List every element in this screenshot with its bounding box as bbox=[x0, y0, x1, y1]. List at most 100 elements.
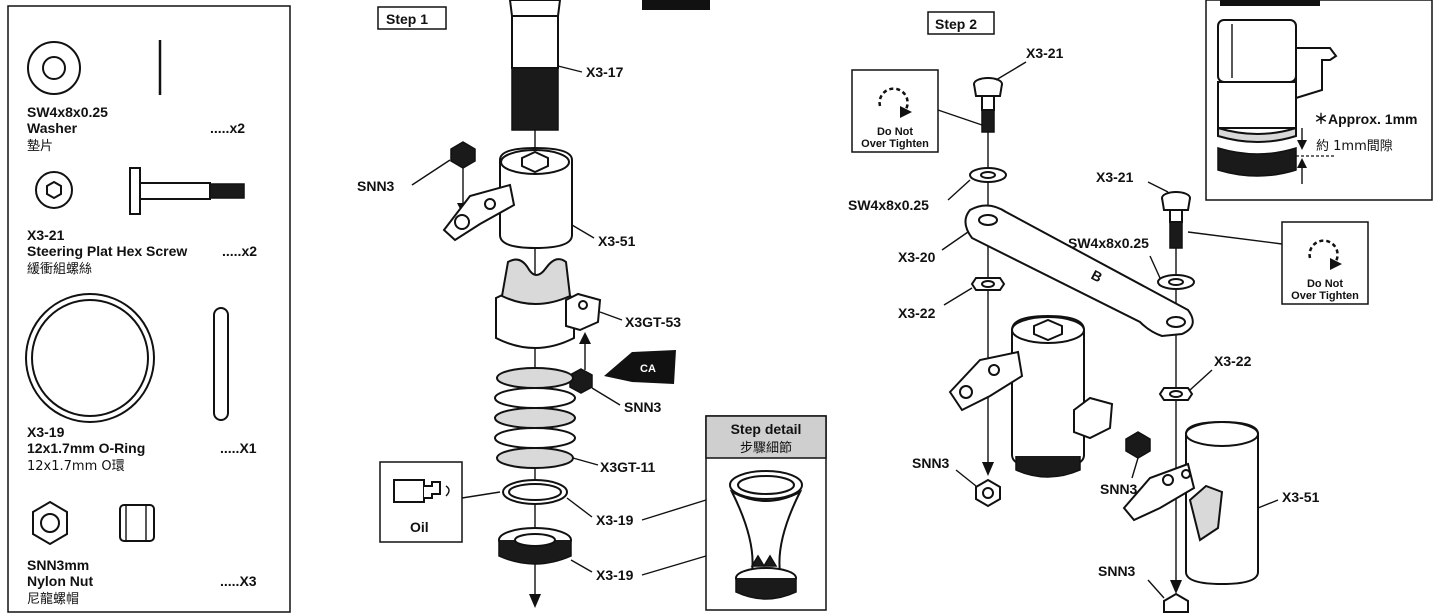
leader-line bbox=[570, 559, 593, 573]
gap-inset: ＊Approx. 1mm 約 1mm間隙 bbox=[1205, 0, 1433, 201]
parts-item-oring: X3-19 12x1.7mm O-Ring .....X1 12x1.7mm O… bbox=[25, 293, 257, 474]
oring-inner-icon bbox=[31, 299, 149, 417]
oring-inner-icon bbox=[508, 483, 562, 501]
leader-line bbox=[1187, 231, 1283, 245]
screw-shank-icon bbox=[139, 182, 211, 200]
inset-tab-icon bbox=[1295, 47, 1338, 100]
step1-title-box bbox=[377, 6, 447, 30]
leader-line bbox=[941, 231, 969, 251]
screw-shank-icon bbox=[981, 95, 995, 111]
oring-side-icon bbox=[213, 307, 229, 421]
rotate-arrow-icon bbox=[900, 106, 912, 118]
parts-item-nut: SNN3mm Nylon Nut .....X3 尼龍螺帽 bbox=[27, 500, 257, 607]
collar-hole-icon bbox=[981, 280, 995, 288]
arrow-up-icon bbox=[579, 332, 591, 344]
rotate-icon bbox=[1308, 239, 1339, 265]
screw-head-side-icon bbox=[973, 83, 1003, 97]
screw-side-head-icon bbox=[129, 167, 141, 215]
arrow-down-icon bbox=[1297, 140, 1307, 150]
plate-body-icon bbox=[964, 204, 1194, 338]
oil-bottle-icon bbox=[393, 479, 425, 503]
nut-icon bbox=[1163, 592, 1189, 613]
label-sw-a: SW4x8x0.25 bbox=[848, 197, 929, 213]
do-not-over-tighten-a: Do Not Over Tighten bbox=[851, 69, 983, 153]
step2-title-box bbox=[927, 11, 995, 35]
leader-line bbox=[591, 387, 621, 406]
step1-title: Step 1 bbox=[386, 11, 428, 27]
screw-name: Steering Plat Hex Screw bbox=[27, 243, 187, 259]
shaft-hex-icon bbox=[508, 0, 562, 17]
oring-qty: .....X1 bbox=[220, 440, 257, 456]
plate-hole-icon bbox=[978, 214, 998, 226]
label-x3-19-b: X3-19 bbox=[596, 567, 634, 583]
inset-housing-icon bbox=[1217, 81, 1297, 129]
label-x3-51: X3-51 bbox=[598, 233, 636, 249]
label-x3-22-a: X3-22 bbox=[898, 305, 936, 321]
screw-thread-icon bbox=[209, 183, 245, 199]
arm-hole-icon bbox=[959, 385, 973, 399]
washer-hole-icon bbox=[42, 56, 66, 80]
housing-knurl-icon bbox=[1015, 456, 1081, 478]
adjuster-knurl-icon bbox=[498, 540, 572, 565]
leader-line bbox=[937, 109, 983, 126]
inset-approx: ＊Approx. 1mm bbox=[1314, 111, 1417, 127]
leader-line bbox=[641, 555, 707, 576]
caution-line2: Over Tighten bbox=[861, 138, 929, 150]
washer-code: SW4x8x0.25 bbox=[27, 104, 108, 120]
washer-right-part: SW4x8x0.25 bbox=[1068, 235, 1195, 290]
screw-code: X3-21 bbox=[27, 227, 65, 243]
leader-line bbox=[411, 159, 451, 186]
nut-icon bbox=[1125, 431, 1151, 459]
collar-tab-icon bbox=[565, 292, 602, 332]
arm-hole-icon bbox=[1181, 469, 1191, 479]
nut-zh: 尼龍螺帽 bbox=[27, 591, 79, 607]
label-snn3-a: SNN3 bbox=[912, 455, 950, 471]
screw-shank-icon bbox=[1169, 209, 1183, 223]
screw-left-part: X3-21 bbox=[973, 45, 1064, 133]
rotate-icon bbox=[878, 87, 909, 113]
detail-header bbox=[705, 415, 827, 459]
leader-line bbox=[955, 469, 977, 487]
caution-frame bbox=[851, 69, 939, 153]
label-x3-20: X3-20 bbox=[898, 249, 936, 265]
housing-right-part: X3-51 bbox=[1122, 420, 1320, 586]
label-snn3-b: SNN3 bbox=[1100, 481, 1138, 497]
spring-coil-icon bbox=[494, 407, 576, 429]
arrow-up-icon bbox=[1297, 158, 1307, 168]
arm-hole-icon bbox=[988, 364, 1000, 376]
step1-section: Step 1 X3-17 SNN3 bbox=[357, 0, 827, 611]
label-x3-19-a: X3-19 bbox=[596, 512, 634, 528]
inset-collar-icon bbox=[1217, 19, 1297, 83]
spring-coil-icon bbox=[494, 427, 576, 449]
ca-tag-part: CA SNN3 bbox=[569, 332, 676, 415]
housing-arm-icon bbox=[1122, 462, 1196, 522]
shaft-body-icon bbox=[511, 15, 559, 69]
leader-line bbox=[947, 179, 971, 201]
x3-51-housing-part: X3-51 bbox=[442, 146, 636, 250]
inset-zh: 約 1mm間隙 bbox=[1316, 139, 1393, 154]
oring-code: X3-19 bbox=[27, 424, 65, 440]
leader-line bbox=[572, 457, 599, 466]
spring-part: X3GT-11 bbox=[494, 367, 655, 475]
oil-drop-icon bbox=[445, 485, 450, 497]
nut-hole-icon bbox=[40, 513, 60, 533]
step2-title: Step 2 bbox=[935, 16, 977, 32]
nut-name: Nylon Nut bbox=[27, 573, 93, 589]
leader-line bbox=[641, 499, 707, 521]
label-x3gt-53: X3GT-53 bbox=[625, 314, 681, 330]
spring-coil-icon bbox=[494, 387, 576, 409]
oring-name: 12x1.7mm O-Ring bbox=[27, 440, 145, 456]
washer-zh: 墊片 bbox=[27, 139, 53, 154]
hex-socket-icon bbox=[46, 180, 62, 200]
caution-line1: Do Not bbox=[1307, 278, 1343, 290]
caution-line2: Over Tighten bbox=[1291, 290, 1359, 302]
housing-tab-icon bbox=[1073, 396, 1114, 440]
tab-hole-icon bbox=[578, 300, 588, 310]
leader-line bbox=[1131, 457, 1139, 479]
nut-top-part: SNN3 bbox=[357, 141, 476, 215]
nut-hole-icon bbox=[982, 487, 994, 499]
parts-item-washer: SW4x8x0.25 Washer .....x2 墊片 bbox=[27, 40, 245, 154]
housing-top-icon bbox=[1185, 421, 1259, 447]
washer-name: Washer bbox=[27, 120, 78, 136]
